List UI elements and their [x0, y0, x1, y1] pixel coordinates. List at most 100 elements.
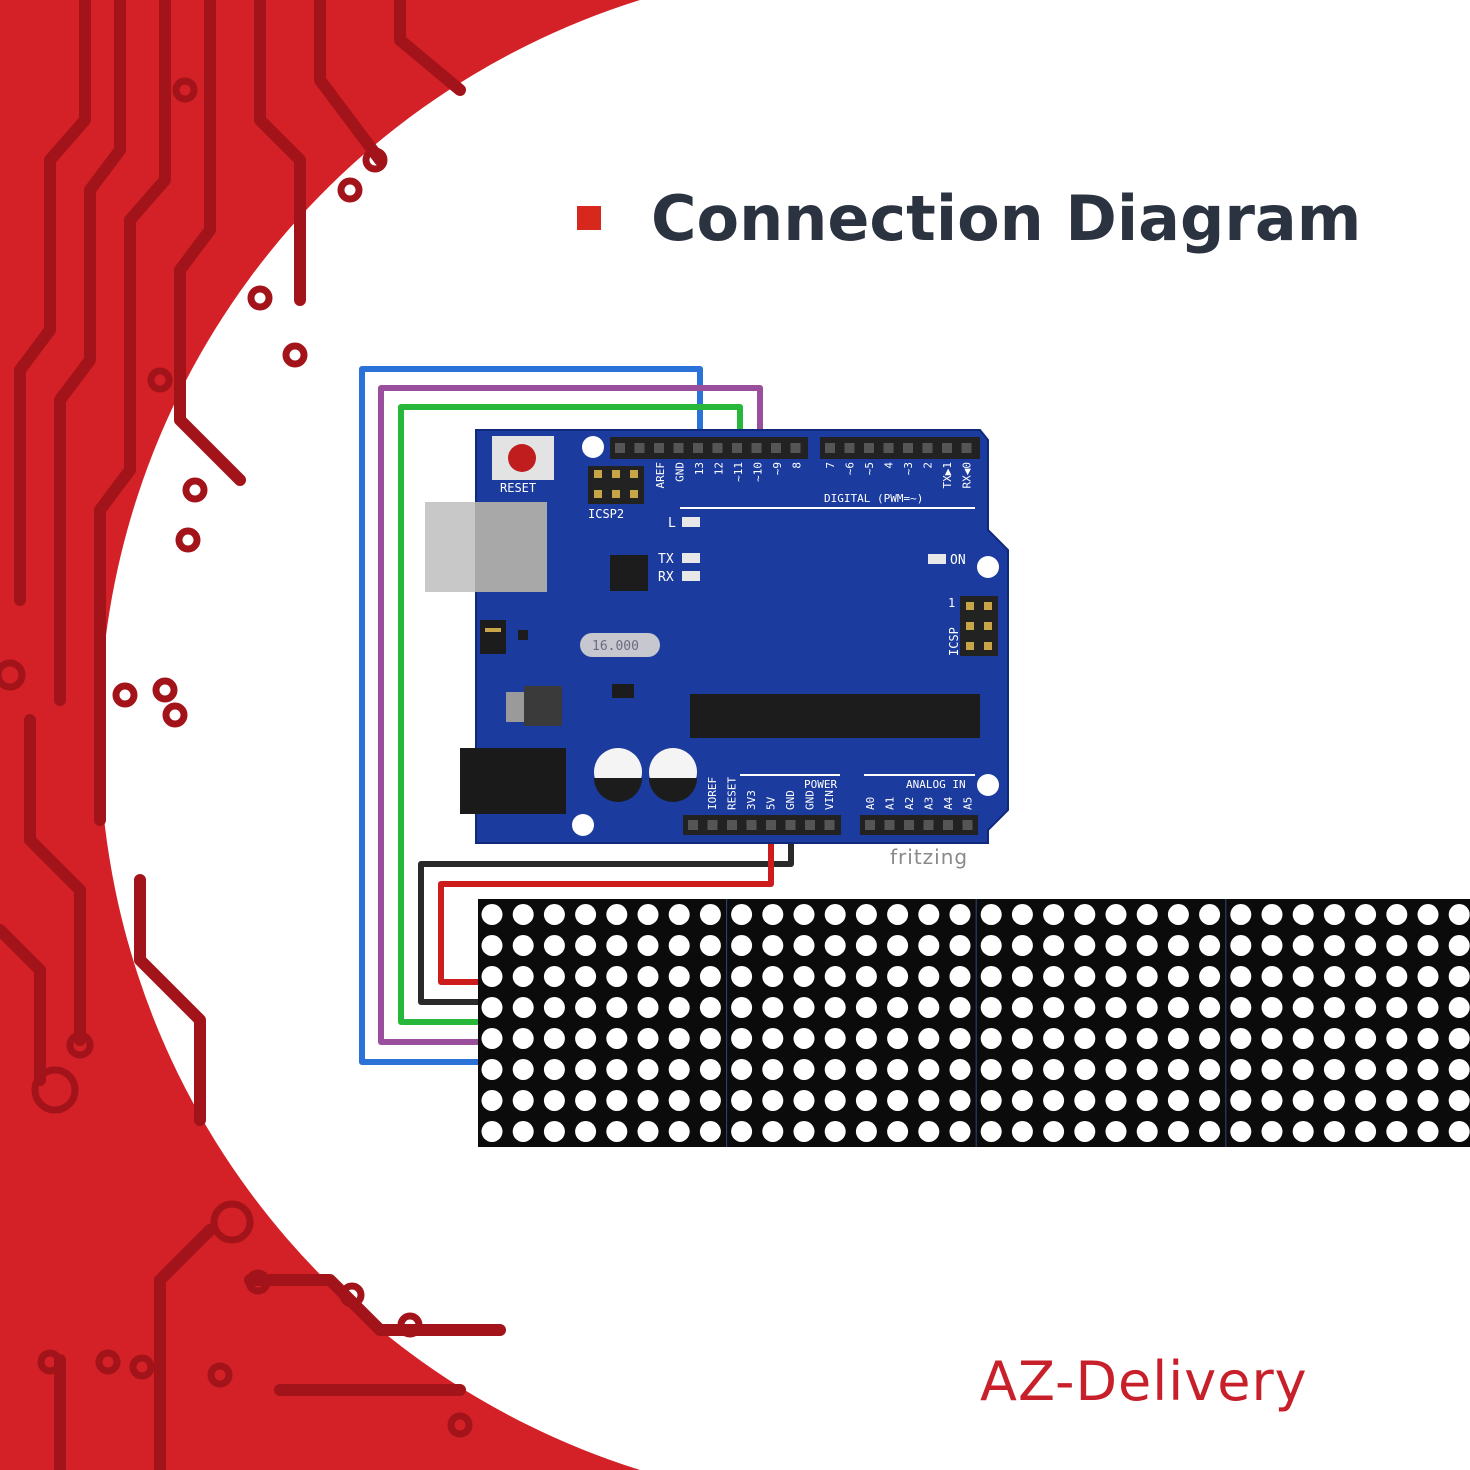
matrix-led — [1261, 966, 1283, 987]
matrix-led — [918, 1028, 940, 1049]
matrix-led — [637, 1028, 659, 1049]
matrix-led — [1074, 997, 1096, 1018]
matrix-led — [1417, 1121, 1439, 1142]
matrix-led — [1136, 935, 1158, 956]
matrix-led — [1167, 1028, 1189, 1049]
matrix-led — [762, 935, 784, 956]
matrix-led — [855, 1059, 877, 1080]
matrix-led — [1167, 966, 1189, 987]
matrix-led — [1136, 966, 1158, 987]
matrix-led — [1448, 1059, 1470, 1080]
pin-label: ~5 — [863, 462, 876, 475]
led-l-label: L — [668, 516, 676, 531]
matrix-led — [1011, 1090, 1033, 1111]
matrix-led — [1074, 1121, 1096, 1142]
matrix-led — [793, 966, 815, 987]
matrix-led — [980, 966, 1002, 987]
matrix-led — [543, 1028, 565, 1049]
matrix-led — [855, 1028, 877, 1049]
power-header — [683, 815, 841, 835]
matrix-led — [1230, 997, 1252, 1018]
matrix-led — [1105, 904, 1127, 925]
usb-chip — [610, 555, 648, 591]
matrix-led — [1136, 1059, 1158, 1080]
matrix-led — [1136, 1121, 1158, 1142]
pin-label: VIN — [823, 790, 836, 810]
header-pin — [688, 820, 698, 830]
header-pin — [903, 443, 913, 453]
matrix-led — [980, 904, 1002, 925]
matrix-led — [606, 904, 628, 925]
matrix-led — [606, 1059, 628, 1080]
matrix-led — [637, 1121, 659, 1142]
matrix-led — [1323, 935, 1345, 956]
matrix-led — [1136, 1090, 1158, 1111]
mount-hole — [572, 814, 594, 836]
matrix-led — [855, 1121, 877, 1142]
matrix-led — [575, 966, 597, 987]
header-pin — [825, 443, 835, 453]
matrix-led — [1417, 997, 1439, 1018]
crystal — [580, 633, 660, 657]
wire-red — [438, 825, 774, 985]
matrix-led — [1292, 935, 1314, 956]
matrix-led — [793, 1090, 815, 1111]
matrix-led — [1292, 1028, 1314, 1049]
matrix-led — [949, 997, 971, 1018]
matrix-led — [543, 904, 565, 925]
matrix-led — [855, 997, 877, 1018]
pin-label: 5V — [765, 796, 778, 810]
pin-label: 2 — [922, 462, 935, 469]
matrix-led — [918, 1059, 940, 1080]
matrix-led — [637, 904, 659, 925]
matrix-led — [1323, 966, 1345, 987]
matrix-led — [1230, 904, 1252, 925]
header-pin — [707, 820, 718, 830]
wire-purple — [378, 385, 763, 1045]
pin-label: ~6 — [844, 462, 857, 475]
matrix-led — [887, 904, 909, 925]
header-pin — [883, 443, 894, 453]
matrix-led — [949, 935, 971, 956]
pin-label: ~3 — [902, 462, 915, 475]
pin-label: RX◀0 — [961, 462, 974, 489]
matrix-led — [949, 1090, 971, 1111]
matrix-led — [1323, 1059, 1345, 1080]
matrix-led — [1261, 904, 1283, 925]
header-pin — [766, 820, 776, 830]
matrix-led — [1199, 904, 1221, 925]
matrix-led — [1105, 1121, 1127, 1142]
pin-label: GND — [804, 790, 817, 810]
matrix-led — [1199, 1090, 1221, 1111]
matrix-led — [512, 1121, 534, 1142]
matrix-led — [1386, 904, 1408, 925]
matrix-led — [855, 904, 877, 925]
matrix-led — [824, 1059, 846, 1080]
matrix-led — [855, 935, 877, 956]
matrix-led — [1043, 935, 1065, 956]
matrix-led — [1074, 966, 1096, 987]
matrix-led — [606, 997, 628, 1018]
matrix-led — [793, 997, 815, 1018]
icsp-pin1-label: 1 — [948, 596, 955, 610]
header-pin — [654, 443, 664, 453]
matrix-led — [1323, 1028, 1345, 1049]
matrix-led — [1199, 1121, 1221, 1142]
matrix-led — [824, 935, 846, 956]
matrix-led — [1011, 935, 1033, 956]
header-pin — [615, 443, 625, 453]
header-pin — [824, 820, 835, 830]
matrix-led — [887, 997, 909, 1018]
matrix-led — [1355, 997, 1377, 1018]
matrix-led — [824, 1121, 846, 1142]
matrix-led — [1043, 966, 1065, 987]
regulator — [506, 692, 524, 722]
matrix-led — [637, 966, 659, 987]
pin-label: 7 — [824, 462, 837, 469]
matrix-led — [793, 1059, 815, 1080]
matrix-led — [668, 997, 690, 1018]
matrix-led — [512, 1028, 534, 1049]
matrix-led — [1292, 1059, 1314, 1080]
led-rx — [682, 571, 700, 581]
